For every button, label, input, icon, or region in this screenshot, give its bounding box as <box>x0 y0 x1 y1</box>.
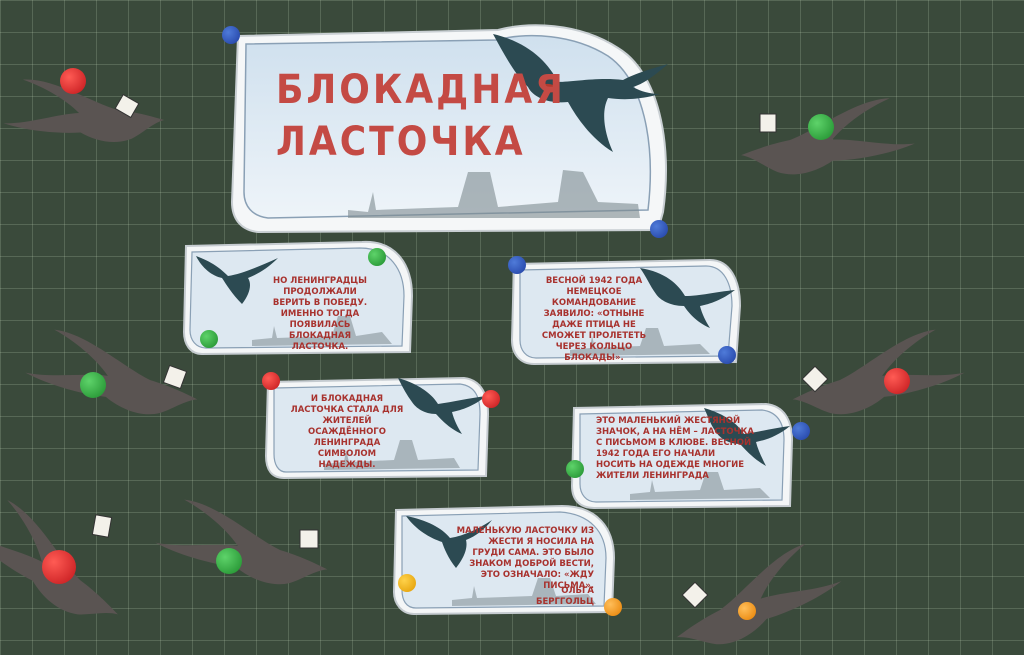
magnet <box>262 372 280 390</box>
card-text: И БЛОКАДНАЯ ЛАСТОЧКА СТАЛА ДЛЯ ЖИТЕЛЕЙ О… <box>290 394 404 470</box>
card-text: ЭТО МАЛЕНЬКИЙ ЖЕСТЯНОЙ ЗНАЧОК, А НА НЁМ … <box>596 416 754 481</box>
magnet <box>808 114 834 140</box>
info-card-2: ВЕСНОЙ 1942 ГОДА НЕМЕЦКОЕ КОМАНДОВАНИЕ З… <box>510 256 742 366</box>
magnet <box>200 330 218 348</box>
title-line-1: БЛОКАДНАЯ <box>276 67 566 113</box>
info-card-5: МАЛЕНЬКУЮ ЛАСТОЧКУ ИЗ ЖЕСТИ Я НОСИЛА НА … <box>392 498 618 616</box>
card-text: ВЕСНОЙ 1942 ГОДА НЕМЕЦКОЕ КОМАНДОВАНИЕ З… <box>541 276 647 363</box>
magnet <box>718 346 736 364</box>
magnet <box>738 602 756 620</box>
magnet <box>368 248 386 266</box>
page-title: БЛОКАДНАЯ ЛАСТОЧКА <box>276 64 566 168</box>
swallow-cutout <box>0 46 167 170</box>
magnet <box>80 372 106 398</box>
magnet <box>508 256 526 274</box>
title-poster: БЛОКАДНАЯ ЛАСТОЧКА <box>228 22 678 236</box>
card-text: НО ЛЕНИНГРАДЦЫ ПРОДОЛЖАЛИ ВЕРИТЬ В ПОБЕД… <box>272 276 368 352</box>
magnet <box>884 368 910 394</box>
magnet <box>792 422 810 440</box>
magnet <box>60 68 86 94</box>
magnet <box>482 390 500 408</box>
magnet <box>222 26 240 44</box>
magnet <box>650 220 668 238</box>
card-author: ОЛЬГА БЕРГГОЛЬЦ <box>536 586 594 607</box>
title-line-2: ЛАСТОЧКА <box>276 119 526 165</box>
info-card-1: НО ЛЕНИНГРАДЦЫ ПРОДОЛЖАЛИ ВЕРИТЬ В ПОБЕД… <box>182 236 414 356</box>
magnet <box>566 460 584 478</box>
magnet <box>398 574 416 592</box>
card-text: МАЛЕНЬКУЮ ЛАСТОЧКУ ИЗ ЖЕСТИ Я НОСИЛА НА … <box>456 526 594 591</box>
info-card-3: И БЛОКАДНАЯ ЛАСТОЧКА СТАЛА ДЛЯ ЖИТЕЛЕЙ О… <box>264 374 490 480</box>
swallow-illustration <box>493 34 668 152</box>
magnet <box>216 548 242 574</box>
magnet <box>604 598 622 616</box>
magnet <box>42 550 76 584</box>
info-card-4: ЭТО МАЛЕНЬКИЙ ЖЕСТЯНОЙ ЗНАЧОК, А НА НЁМ … <box>570 400 796 510</box>
